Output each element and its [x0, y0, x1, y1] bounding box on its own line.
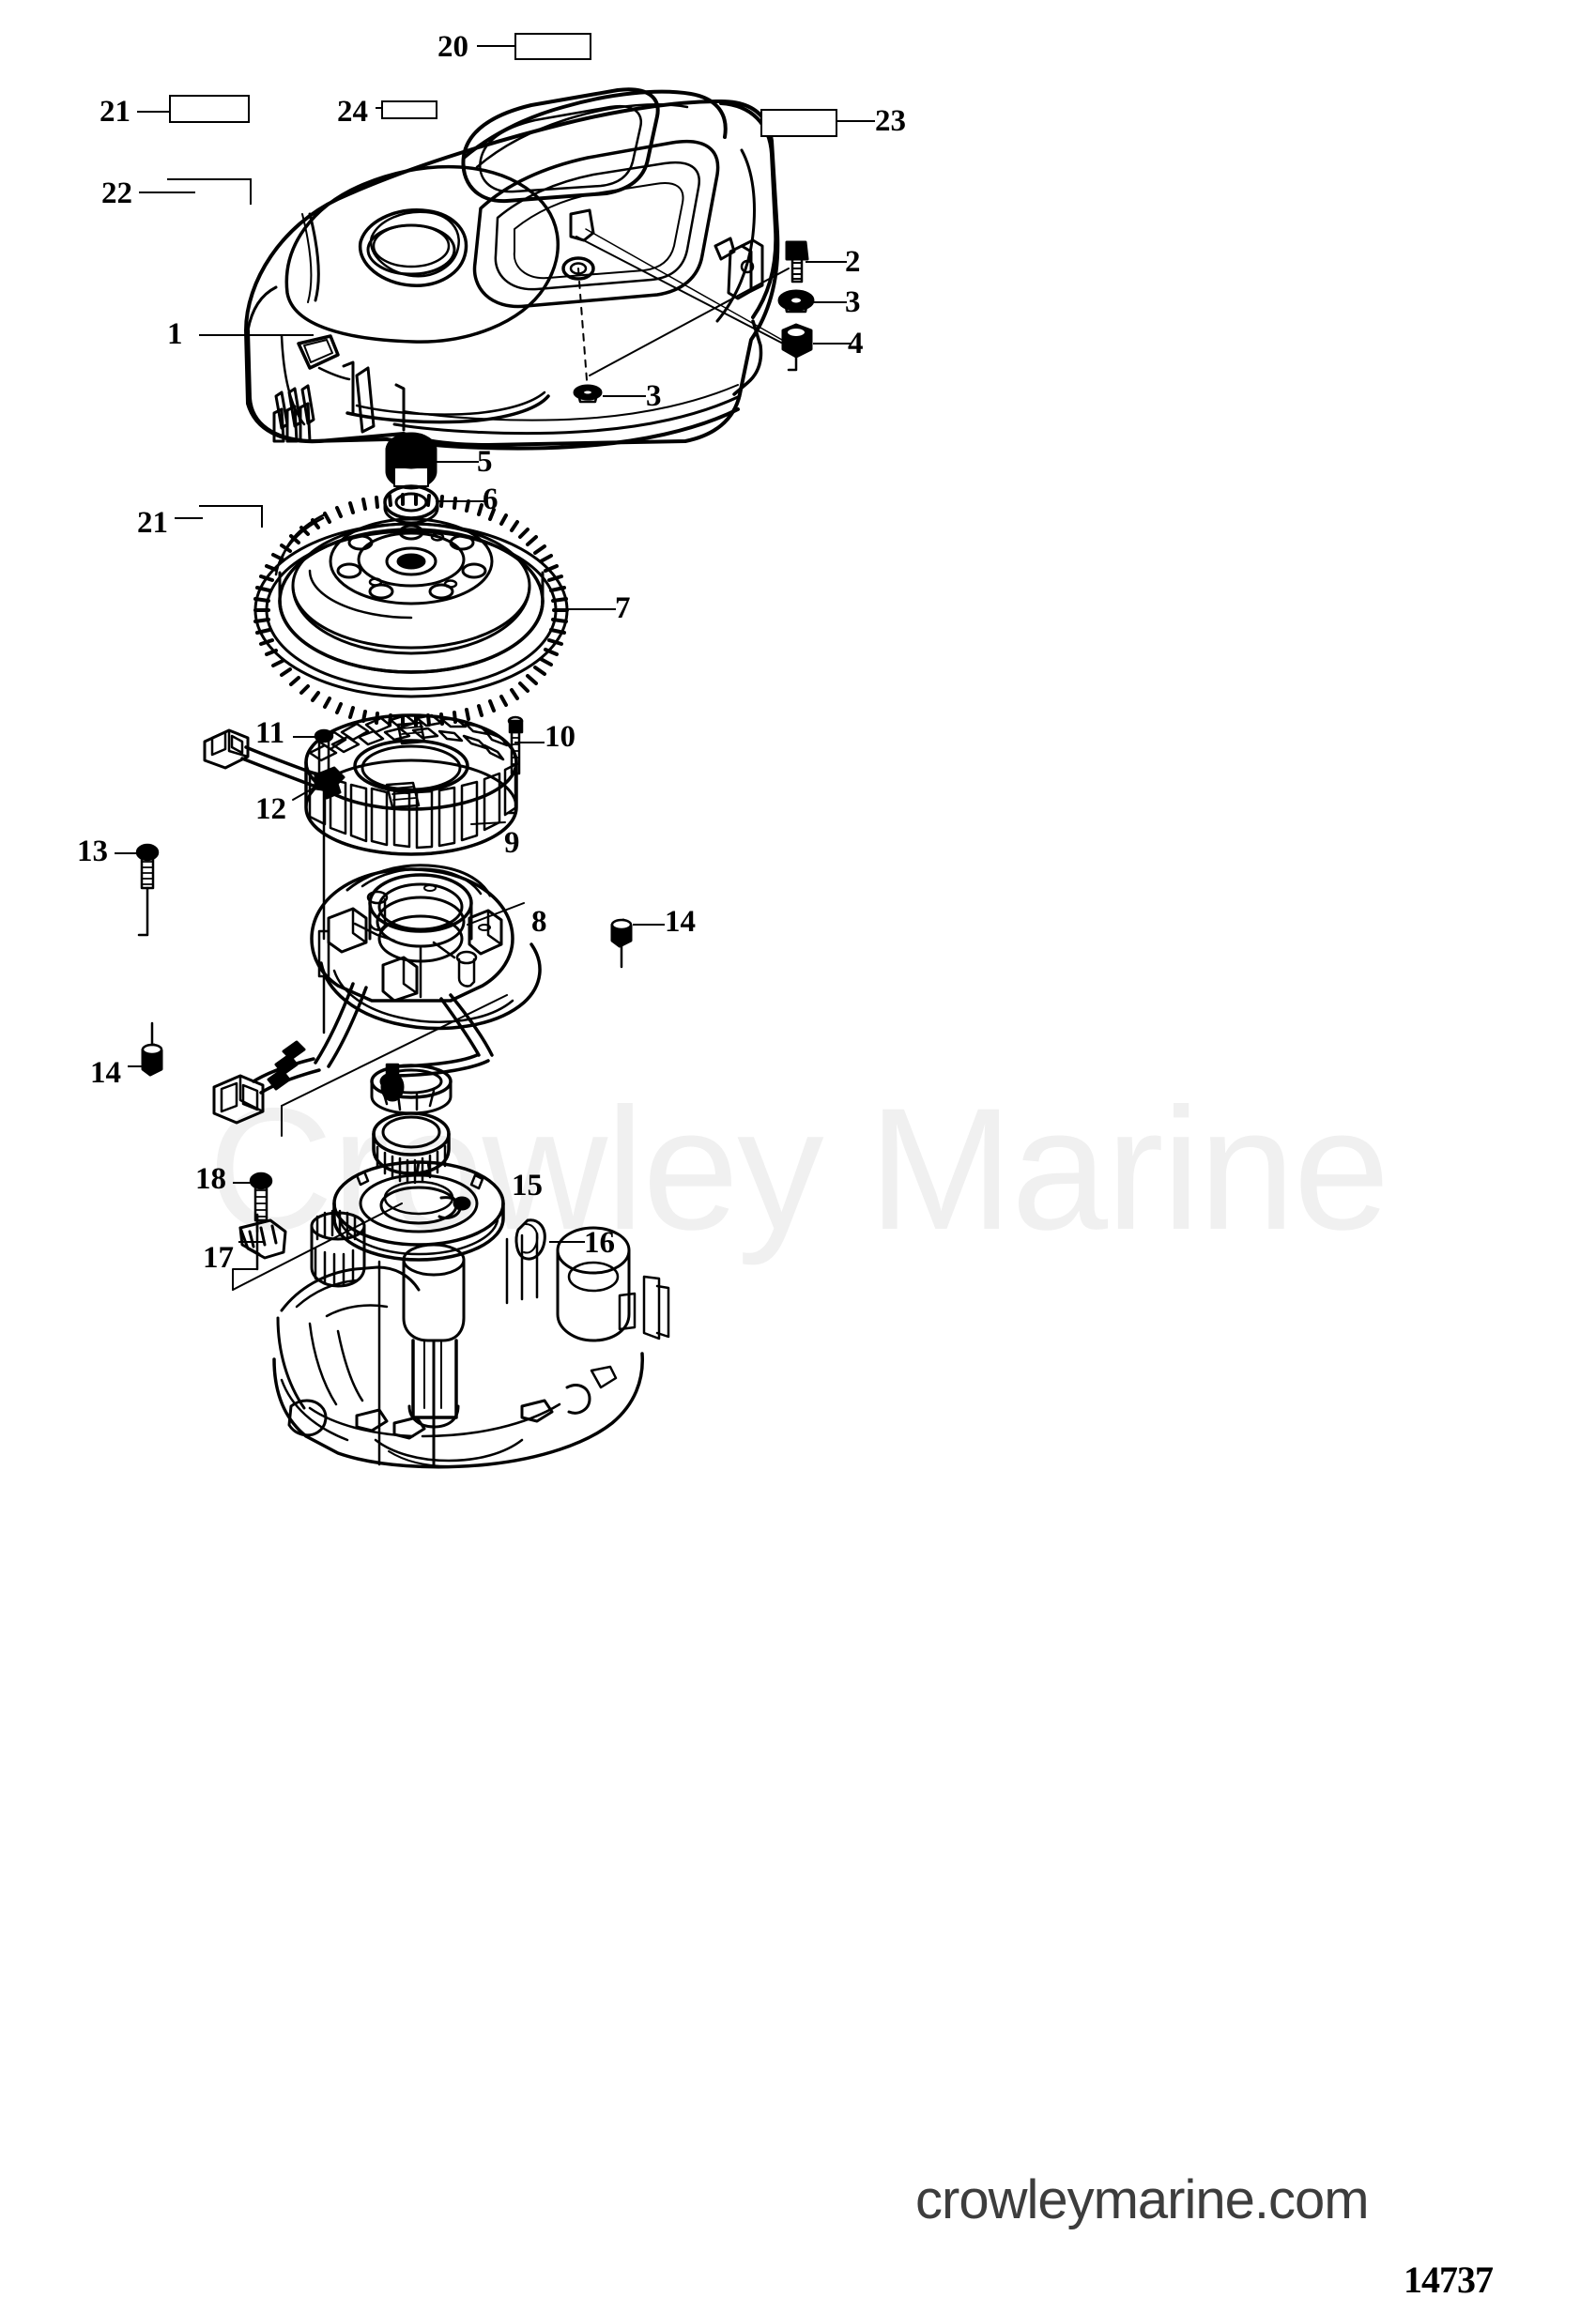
leader-22: [477, 45, 514, 47]
leader-6: [436, 500, 484, 502]
bracket-20: [167, 178, 252, 205]
callout-11: 11: [255, 716, 285, 750]
leader-1: [199, 334, 314, 336]
callout-14-right: 14: [665, 905, 696, 939]
part-wire-harness-11-12: [203, 728, 345, 1034]
callout-6: 6: [483, 483, 499, 516]
part-woodruff-key-16: [514, 1218, 546, 1261]
leader-7: [565, 608, 616, 610]
part-screw-13: [135, 843, 160, 937]
part-retaining-clip-17: [232, 1202, 403, 1291]
drawing-number: 14737: [1404, 2259, 1494, 2301]
callout-8: 8: [531, 905, 547, 939]
leader-18: [233, 1182, 257, 1184]
leader-20: [139, 191, 195, 193]
part-flywheel-cover: [244, 87, 790, 451]
callout-1: 1: [167, 317, 183, 351]
part-dowel-pin-14b: [141, 1021, 163, 1077]
leader-10: [514, 742, 545, 743]
part-dowel-pin-14a: [610, 918, 633, 969]
leader-13: [115, 852, 141, 854]
callout-16: 16: [584, 1226, 615, 1260]
leader-3-lower: [603, 395, 646, 397]
label-box-21: [169, 95, 250, 123]
callout-20: 22: [101, 176, 132, 210]
leader-16: [549, 1241, 585, 1243]
leader-5: [434, 461, 479, 463]
callout-15: 15: [512, 1169, 543, 1202]
callout-18: 18: [195, 1162, 226, 1196]
part-base-plate-8: [212, 864, 542, 1137]
bracket-19: [199, 505, 263, 528]
callout-2: 2: [845, 245, 861, 279]
part-stator-coil-9: [304, 713, 518, 856]
callout-13: 13: [77, 835, 108, 868]
callout-9: 9: [504, 826, 520, 860]
leader-14-right: [633, 924, 665, 926]
callout-14-left: 14: [90, 1056, 121, 1090]
leader-11: [293, 736, 323, 738]
engine-block-bottom: [272, 1209, 670, 1469]
leader-23: [836, 120, 875, 122]
callout-5: 5: [477, 445, 493, 479]
part-seal-carrier-15: [332, 1160, 505, 1262]
callout-3-top: 3: [845, 285, 861, 319]
callout-23: 23: [875, 104, 906, 138]
leader-14-left: [128, 1065, 156, 1067]
leader-19: [175, 517, 203, 519]
part-washer-3b: [573, 384, 603, 404]
part-splined-coupler: [372, 1111, 451, 1185]
callout-21: 21: [100, 95, 130, 129]
callout-22: 20: [437, 30, 468, 64]
label-box-23: [760, 109, 837, 137]
part-screw-10: [506, 715, 524, 815]
callout-7: 7: [615, 591, 631, 625]
label-box-24: [381, 100, 437, 119]
leader-4: [813, 343, 851, 345]
callout-4: 4: [848, 327, 864, 360]
part-screw-18: [249, 1172, 273, 1222]
callout-17: 17: [203, 1241, 234, 1275]
leader-2: [806, 261, 847, 263]
part-flywheel-7: [253, 493, 569, 728]
part-washer-3a: [777, 289, 815, 314]
callout-24: 24: [337, 95, 368, 129]
callout-19: 21: [137, 506, 168, 540]
leader-17: [238, 1241, 265, 1243]
callout-10: 10: [545, 720, 575, 754]
part-nut-4: [781, 323, 813, 372]
label-box-22: [514, 33, 591, 60]
part-flywheel-nut-5: [385, 432, 437, 490]
leader-3-top: [809, 301, 847, 303]
leader-21: [137, 111, 171, 113]
part-bolt-2: [785, 240, 809, 283]
callout-3-lower: 3: [646, 379, 662, 413]
callout-12: 12: [255, 792, 286, 826]
site-url-watermark: crowleymarine.com: [915, 2169, 1370, 2230]
